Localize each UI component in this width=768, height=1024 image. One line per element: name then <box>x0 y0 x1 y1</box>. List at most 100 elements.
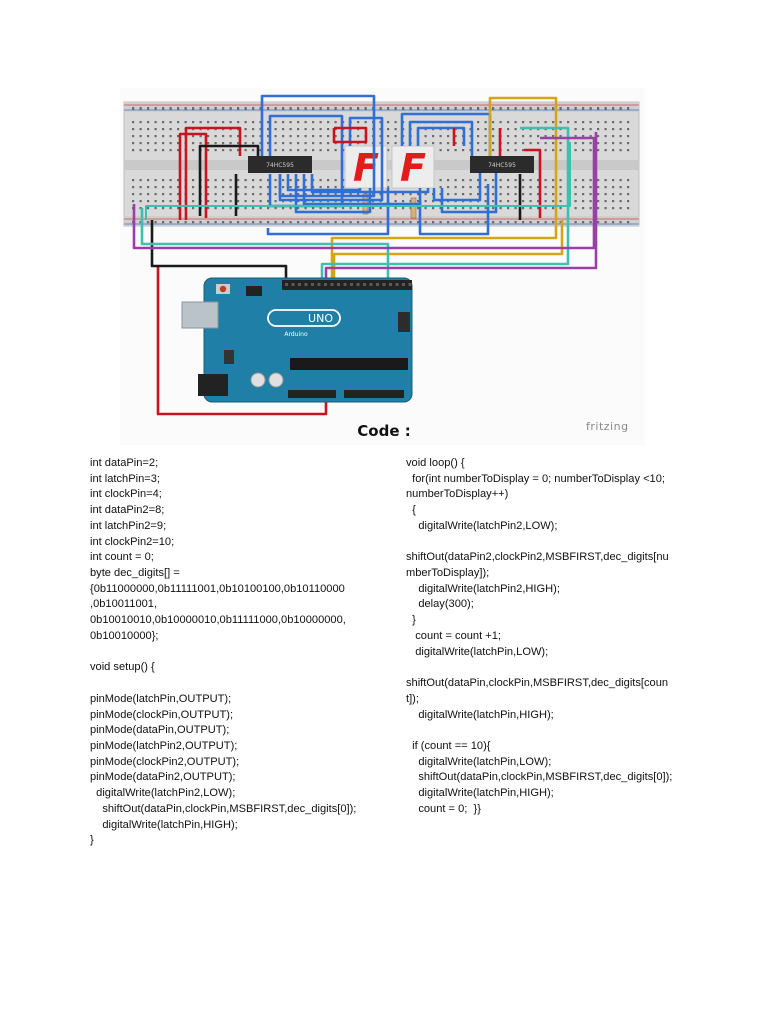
breadboard-hole <box>334 108 337 111</box>
breadboard-hole <box>274 221 277 224</box>
breadboard-hole <box>237 179 240 182</box>
breadboard-hole <box>462 221 465 224</box>
breadboard-hole <box>522 179 525 182</box>
breadboard-hole <box>627 186 630 189</box>
breadboard-hole <box>282 179 285 182</box>
breadboard-hole <box>597 207 600 210</box>
breadboard-hole <box>327 221 330 224</box>
breadboard-hole <box>304 193 307 196</box>
breadboard-hole <box>612 193 615 196</box>
breadboard-hole <box>177 200 180 203</box>
code-line: if (count == 10){ <box>406 739 491 752</box>
breadboard-hole <box>552 193 555 196</box>
breadboard-hole <box>454 135 457 138</box>
breadboard-hole <box>552 121 555 124</box>
breadboard-hole <box>559 121 562 124</box>
breadboard-hole <box>342 207 345 210</box>
breadboard-hole <box>469 108 472 111</box>
breadboard-hole <box>394 135 397 138</box>
breadboard-hole <box>462 149 465 152</box>
breadboard-hole <box>154 108 157 111</box>
breadboard-hole <box>207 121 210 124</box>
breadboard-hole <box>297 108 300 111</box>
breadboard-hole <box>177 179 180 182</box>
breadboard-hole <box>214 186 217 189</box>
breadboard-hole <box>312 121 315 124</box>
breadboard-hole <box>537 200 540 203</box>
breadboard-hole <box>214 179 217 182</box>
breadboard-hole <box>424 207 427 210</box>
breadboard-hole <box>147 128 150 131</box>
breadboard-hole <box>297 128 300 131</box>
breadboard-hole <box>589 186 592 189</box>
breadboard-hole <box>507 186 510 189</box>
breadboard-hole <box>552 179 555 182</box>
code-line: 0b10010010,0b10000010,0b11111000,0b10000… <box>90 614 346 627</box>
breadboard-hole <box>469 149 472 152</box>
breadboard-hole <box>357 193 360 196</box>
breadboard-hole <box>259 186 262 189</box>
breadboard-hole <box>619 200 622 203</box>
breadboard-hole <box>574 179 577 182</box>
breadboard-hole <box>439 179 442 182</box>
breadboard-hole <box>214 193 217 196</box>
code-line <box>90 645 390 661</box>
breadboard-hole <box>334 193 337 196</box>
breadboard-hole <box>514 179 517 182</box>
code-line: { <box>406 504 416 517</box>
breadboard-hole <box>199 121 202 124</box>
breadboard-hole <box>574 186 577 189</box>
breadboard-hole <box>244 135 247 138</box>
breadboard-hole <box>282 121 285 124</box>
breadboard-hole <box>207 179 210 182</box>
breadboard-hole <box>297 207 300 210</box>
breadboard-hole <box>462 179 465 182</box>
breadboard-hole <box>282 149 285 152</box>
breadboard-hole <box>409 207 412 210</box>
breadboard-hole <box>514 108 517 111</box>
code-line: pinMode(latchPin2,OUTPUT); <box>90 739 238 752</box>
breadboard-hole <box>267 108 270 111</box>
breadboard-hole <box>289 108 292 111</box>
breadboard-hole <box>477 149 480 152</box>
breadboard-hole <box>552 207 555 210</box>
breadboard-hole <box>559 179 562 182</box>
breadboard-hole <box>454 142 457 145</box>
breadboard-hole <box>589 121 592 124</box>
breadboard-hole <box>619 108 622 111</box>
breadboard-hole <box>199 221 202 224</box>
header-pin <box>337 283 340 286</box>
breadboard-hole <box>582 142 585 145</box>
breadboard-hole <box>319 135 322 138</box>
breadboard-hole <box>499 108 502 111</box>
breadboard-hole <box>259 149 262 152</box>
breadboard-hole <box>319 128 322 131</box>
breadboard-hole <box>574 142 577 145</box>
breadboard-hole <box>327 108 330 111</box>
breadboard-hole <box>469 186 472 189</box>
breadboard-hole <box>162 108 165 111</box>
breadboard-hole <box>289 186 292 189</box>
breadboard-hole <box>304 142 307 145</box>
breadboard-hole <box>229 200 232 203</box>
breadboard-hole <box>604 186 607 189</box>
header-pin <box>317 283 321 286</box>
breadboard-hole <box>252 128 255 131</box>
breadboard-hole <box>177 149 180 152</box>
breadboard-hole <box>357 121 360 124</box>
header-pin <box>324 283 327 286</box>
breadboard-hole <box>154 142 157 145</box>
breadboard-hole <box>604 207 607 210</box>
breadboard-hole <box>282 221 285 224</box>
breadboard-hole <box>432 207 435 210</box>
breadboard-hole <box>312 207 315 210</box>
breadboard-hole <box>507 142 510 145</box>
breadboard-hole <box>259 135 262 138</box>
breadboard-hole <box>154 200 157 203</box>
breadboard-hole <box>627 128 630 131</box>
breadboard-hole <box>289 207 292 210</box>
breadboard-hole <box>334 221 337 224</box>
breadboard-hole <box>252 179 255 182</box>
breadboard-hole <box>387 186 390 189</box>
breadboard-hole <box>162 149 165 152</box>
